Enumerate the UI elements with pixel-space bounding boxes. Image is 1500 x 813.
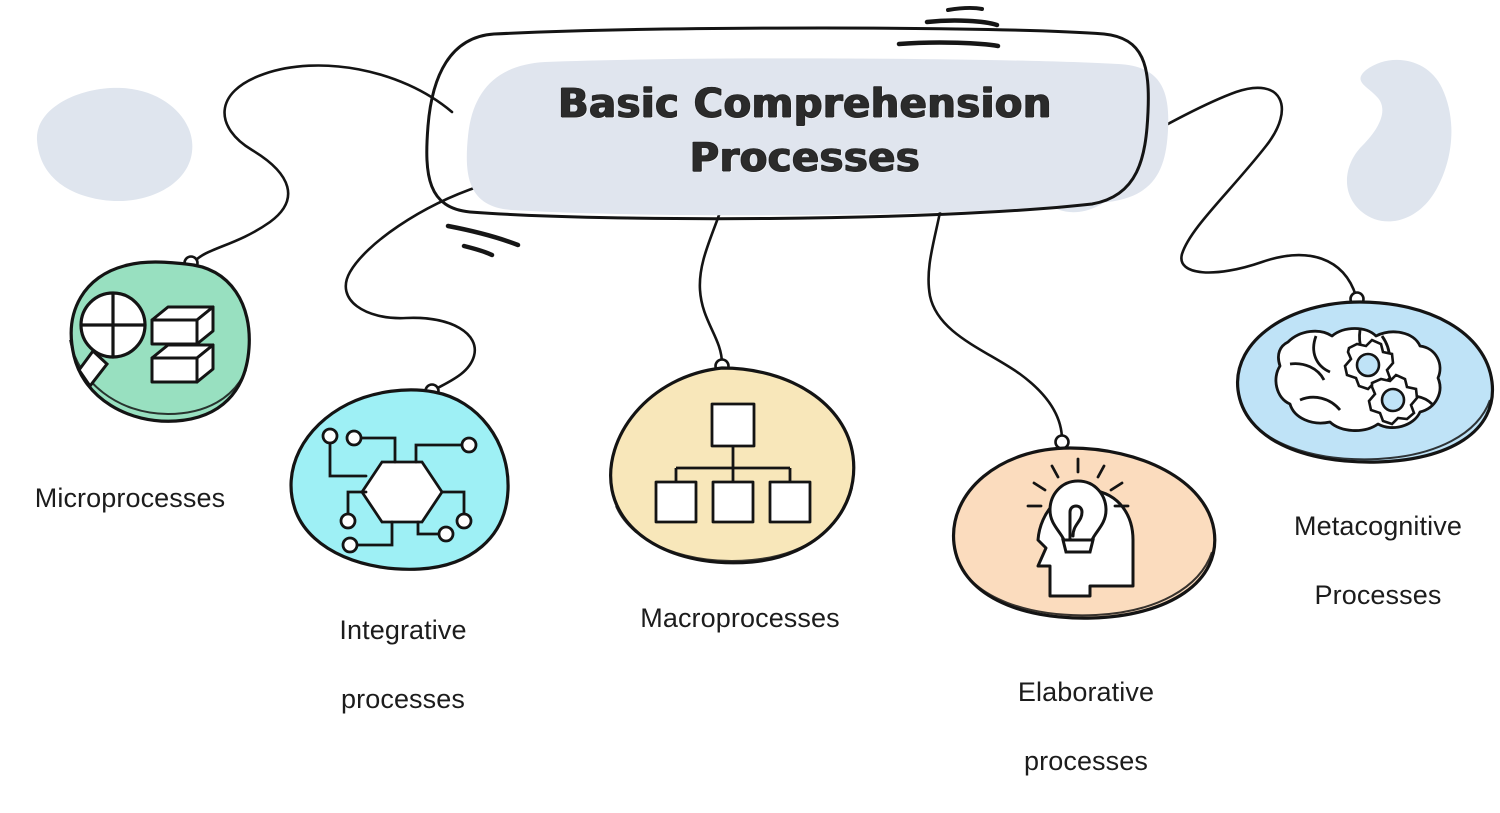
hierarchy-parent-box: [710, 402, 756, 448]
trace-top-left: [360, 436, 397, 464]
node-macroprocesses[interactable]: [609, 366, 856, 565]
trace-bottom-left: [354, 520, 394, 547]
label-integrative-processes: Integrative processes: [288, 578, 518, 751]
label-elaborative-line-2: processes: [1024, 745, 1148, 776]
accent-dash-bottom-1: [445, 223, 521, 248]
connector-macroprocesses: [698, 186, 730, 366]
trace-left-upper: [328, 441, 368, 478]
box-top: [150, 318, 199, 346]
ray-left: [1032, 481, 1047, 492]
left-decor-blob: [36, 87, 193, 202]
title-box-outline: [425, 26, 1150, 221]
ray-top-right: [1096, 464, 1106, 479]
lightbulb-filament: [1068, 504, 1084, 542]
label-macroprocesses-line-1: Macroprocesses: [640, 602, 840, 633]
title-box-fill: [466, 58, 1169, 216]
ray-right: [1109, 481, 1124, 492]
label-elaborative-processes: Elaborative processes: [968, 640, 1204, 813]
hierarchy-child-box-1: [654, 480, 698, 524]
circuit-hexagon-icon: [321, 427, 478, 554]
box-top-side: [195, 305, 215, 346]
circuit-node-1: [345, 429, 363, 447]
brain-fold-1: [1312, 335, 1331, 374]
accent-dash-top-3: [896, 40, 1001, 49]
label-integrative-line-1: Integrative: [339, 614, 467, 645]
gear-large-hub: [1355, 352, 1381, 378]
accent-dash-top-1: [946, 5, 984, 12]
trace-left-lower: [346, 490, 368, 517]
circuit-node-2: [460, 436, 478, 454]
trace-right: [440, 490, 466, 517]
accent-dash-top-2: [924, 18, 1000, 28]
node-microprocesses[interactable]: [69, 260, 251, 423]
hierarchy-connectors: [674, 446, 792, 482]
circuit-node-5: [455, 512, 473, 530]
label-metacognitive-line-2: Processes: [1314, 579, 1442, 610]
node-metacognitive-processes[interactable]: [1236, 300, 1495, 464]
page-title: Basic Comprehension Processes: [470, 78, 1140, 185]
gear-small-hub: [1380, 387, 1406, 413]
elaborative-blob-sketch: [957, 551, 1213, 617]
hierarchy-child-box-2: [711, 480, 755, 524]
circuit-node-6: [341, 536, 359, 554]
circuit-node-7: [437, 525, 455, 543]
label-microprocesses: Microprocesses: [0, 446, 260, 550]
label-metacognitive-line-1: Metacognitive: [1294, 510, 1462, 541]
stacked-boxes-icon: [150, 305, 215, 384]
accent-dash-bottom-2: [461, 243, 495, 258]
connector-integrative: [344, 184, 482, 392]
box-bottom-side: [195, 343, 215, 384]
page-title-line-2: Processes: [689, 134, 921, 181]
label-integrative-line-2: processes: [341, 683, 465, 714]
gear-small-icon: [1367, 373, 1419, 426]
macroprocesses-blob-sketch: [615, 487, 853, 562]
brain-fold-2: [1289, 362, 1326, 381]
lightbulb-icon: [1026, 457, 1130, 554]
hierarchy-child-box-3: [768, 480, 812, 524]
right-decor-blob: [1346, 59, 1452, 222]
hierarchy-chart-icon: [654, 402, 812, 524]
lightbulb-base: [1061, 538, 1095, 554]
node-integrative-processes[interactable]: [289, 388, 510, 571]
connector-microprocesses: [192, 64, 454, 264]
label-metacognitive-processes: Metacognitive Processes: [1258, 474, 1498, 647]
magnifier-handle: [77, 348, 110, 389]
label-microprocesses-line-1: Microprocesses: [34, 482, 226, 513]
circuit-node-3: [321, 427, 339, 445]
diagram-canvas: [36, 5, 1495, 620]
trace-bottom-right: [416, 520, 442, 536]
connector-elaborative: [927, 188, 1064, 442]
circuit-node-4: [339, 512, 357, 530]
ray-top-left: [1050, 464, 1060, 479]
box-bottom: [150, 356, 199, 384]
lightbulb-glass: [1048, 479, 1108, 542]
page-title-line-1: Basic Comprehension: [558, 81, 1052, 127]
node-elaborative-processes[interactable]: [951, 446, 1217, 620]
brain-fold-5: [1299, 395, 1342, 411]
title-box[interactable]: [425, 26, 1169, 221]
magnifying-glass-icon: [77, 291, 147, 389]
light-rays-icon: [1026, 457, 1130, 508]
label-macroprocesses: Macroprocesses: [610, 566, 870, 670]
trace-top-right: [414, 443, 464, 464]
accent-marks-group: [445, 5, 1001, 258]
label-elaborative-line-1: Elaborative: [1017, 676, 1155, 707]
metacognitive-blob-sketch: [1241, 399, 1491, 461]
connector-metacognitive: [1046, 86, 1358, 298]
